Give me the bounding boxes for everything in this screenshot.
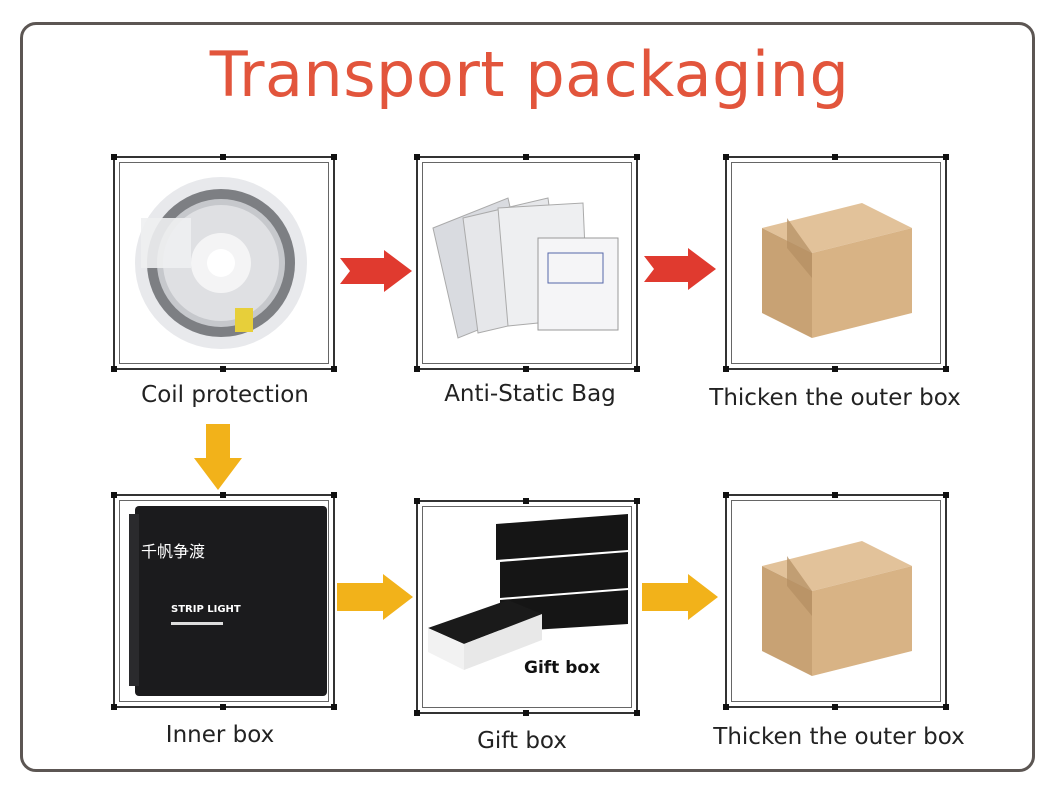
red-arrow-1 [340,250,412,292]
inner-box-brand: 千帆争渡 [141,542,206,561]
image-gift-box: Gift box [414,498,640,716]
red-arrow-2 [644,248,716,290]
image-outer-box-2 [723,492,949,710]
gift-box-caption: Gift box [524,658,601,678]
label-outer-box-1: Thicken the outer box [709,385,961,411]
yellow-arrow-2 [642,574,718,620]
label-coil-protection: Coil protection [141,382,309,408]
image-antistatic-bag [414,154,640,372]
page-frame [20,22,1035,772]
image-coil [111,154,337,372]
label-antistatic-bag: Anti-Static Bag [444,381,616,407]
yellow-arrow-1 [337,574,413,620]
yellow-arrow-down [194,424,242,490]
image-inner-box: 千帆争渡 STRIP LIGHT [111,492,337,710]
label-outer-box-2: Thicken the outer box [713,724,965,750]
label-inner-box: Inner box [165,722,275,748]
label-gift-box: Gift box [477,728,567,754]
inner-box-product: STRIP LIGHT [171,604,241,615]
page-title: Transport packaging [209,38,850,111]
image-outer-box-1 [723,154,949,372]
